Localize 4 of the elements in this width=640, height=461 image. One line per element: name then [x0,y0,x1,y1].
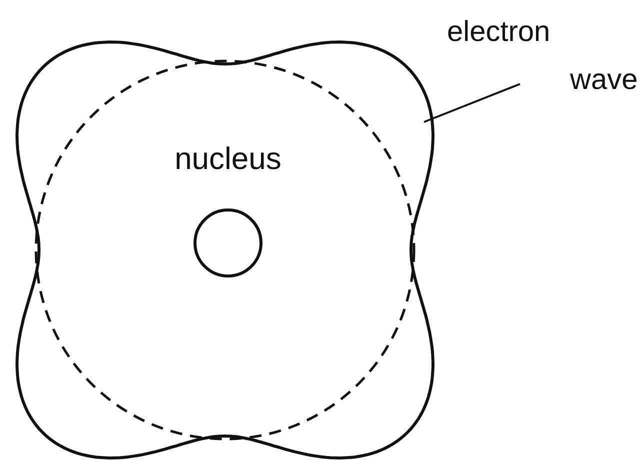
nucleus-label: nucleus [174,140,282,178]
leader-line [424,83,520,123]
electron-wave-curve [16,40,434,460]
wave-label: electron wave [447,8,638,104]
